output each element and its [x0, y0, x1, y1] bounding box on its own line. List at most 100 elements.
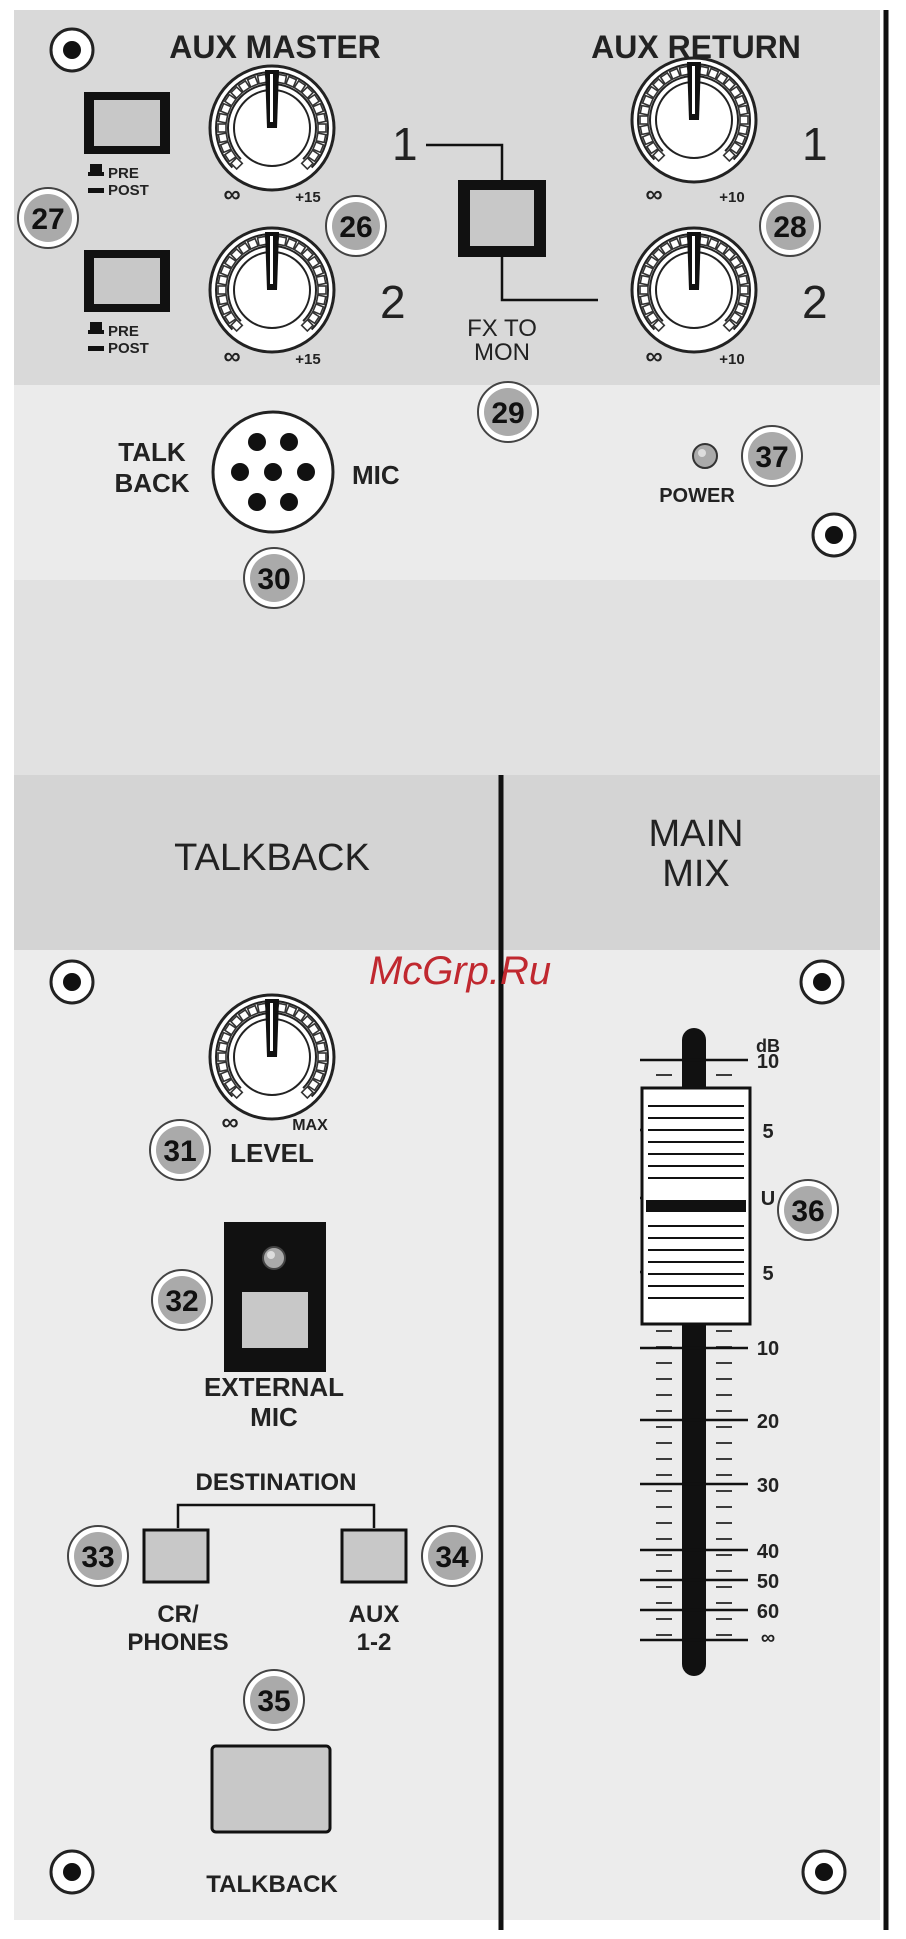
aux-return-ch1-number: 1: [802, 118, 828, 170]
svg-text:35: 35: [257, 1685, 290, 1718]
section-header-bg: [14, 775, 880, 950]
knob-pointer-highlight: [270, 1003, 273, 1051]
aux-1-2-button[interactable]: [342, 1530, 406, 1582]
knob-scale-tick: [640, 125, 649, 134]
power-label: POWER: [659, 485, 735, 507]
aux2-pre-post-switch[interactable]: [84, 250, 170, 312]
mic-label: MIC: [352, 460, 400, 490]
post-label: POST: [108, 340, 149, 357]
fx-to-mon-label-line2: MON: [474, 339, 530, 366]
knob-scale-tick: [740, 286, 748, 294]
knob-scale-tick: [248, 1006, 258, 1016]
knob-min-label: ∞: [223, 181, 240, 208]
knob-pointer-highlight: [692, 236, 695, 284]
svg-text:33: 33: [81, 1541, 114, 1574]
screw-icon: [813, 514, 855, 556]
aux-master-ch1-number: 1: [392, 118, 418, 170]
fader-cap[interactable]: [642, 1088, 750, 1324]
knob-scale-tick: [218, 286, 226, 294]
destination-label: DESTINATION: [196, 1469, 357, 1496]
knob-scale-tick: [640, 286, 648, 294]
screw-icon: [801, 961, 843, 1003]
knob-scale-tick: [316, 114, 325, 123]
aux-1-2-label-line2: 1-2: [357, 1629, 392, 1656]
svg-text:28: 28: [773, 211, 806, 244]
fader-scale-label: ∞: [761, 1627, 775, 1649]
talkback-mic-icon: [213, 412, 333, 532]
fader-scale-label: 5: [762, 1263, 773, 1285]
aux-master-title: AUX MASTER: [169, 29, 381, 65]
talkback-level-knob[interactable]: [210, 995, 334, 1119]
knob-max-label: +10: [719, 189, 744, 206]
aux-return-1-knob[interactable]: [632, 58, 756, 182]
aux-1-2-label-line1: AUX: [349, 1601, 400, 1628]
fader-scale-label: 30: [757, 1475, 779, 1497]
knob-scale-tick: [740, 116, 748, 124]
knob-max-label: MAX: [292, 1117, 328, 1134]
callout-badge: 28: [760, 196, 820, 256]
screw-icon: [51, 29, 93, 71]
knob-min-label: ∞: [221, 1109, 238, 1136]
svg-text:31: 31: [163, 1135, 196, 1168]
callout-badge: 31: [150, 1120, 210, 1180]
watermark: McGrp.Ru: [369, 949, 551, 993]
knob-scale-tick: [640, 295, 649, 304]
cr-phones-label-line2: PHONES: [127, 1629, 228, 1656]
callout-badge: 32: [152, 1270, 212, 1330]
callout-badge: 27: [18, 188, 78, 248]
callout-badge: 36: [778, 1180, 838, 1240]
knob-scale-tick: [313, 266, 323, 276]
talkback-section-title: TALKBACK: [174, 837, 370, 879]
external-mic-label-line2: MIC: [250, 1402, 298, 1432]
knob-scale-tick: [221, 1071, 231, 1081]
cr-phones-label-line1: CR/: [157, 1601, 199, 1628]
svg-text:32: 32: [165, 1285, 198, 1318]
screw-icon: [51, 1851, 93, 1893]
callout-badge: 30: [244, 548, 304, 608]
svg-text:37: 37: [755, 441, 788, 474]
external-mic-led-icon: [263, 1247, 285, 1269]
screw-icon: [803, 1851, 845, 1893]
callout-badge: 34: [422, 1526, 482, 1586]
aux-return-ch2-number: 2: [802, 276, 828, 328]
svg-text:30: 30: [257, 563, 290, 596]
knob-scale-tick: [218, 295, 227, 304]
aux-return-2-knob[interactable]: [632, 228, 756, 352]
fx-to-mon-switch[interactable]: [458, 180, 546, 257]
fader-scale-label: 10: [757, 1051, 779, 1073]
talkback-button[interactable]: [212, 1746, 330, 1832]
knob-scale-tick: [218, 1062, 227, 1071]
level-label: LEVEL: [230, 1138, 314, 1168]
talkback-mic-label-line2: BACK: [114, 468, 189, 498]
aux-master-1-knob[interactable]: [210, 66, 334, 190]
knob-scale-tick: [218, 1053, 226, 1061]
knob-scale-tick: [318, 124, 326, 132]
knob-scale-tick: [218, 124, 226, 132]
fader-scale-label: 40: [757, 1541, 779, 1563]
aux1-pre-post-switch[interactable]: [84, 92, 170, 154]
aux-master-2-knob[interactable]: [210, 228, 334, 352]
aux-master-ch2-number: 2: [380, 276, 406, 328]
fader-scale-label: 50: [757, 1571, 779, 1593]
knob-scale-tick: [218, 1043, 227, 1052]
knob-min-label: ∞: [223, 343, 240, 370]
knob-scale-tick: [318, 286, 326, 294]
knob-scale-tick: [643, 304, 653, 314]
knob-max-label: +10: [719, 351, 744, 368]
knob-scale-tick: [313, 1033, 323, 1043]
external-mic-switch[interactable]: [224, 1222, 326, 1372]
knob-scale-tick: [221, 142, 231, 152]
knob-scale-tick: [316, 276, 325, 285]
svg-text:27: 27: [31, 203, 64, 236]
pre-label: PRE: [108, 323, 139, 340]
cr-phones-button[interactable]: [144, 1530, 208, 1582]
knob-scale-tick: [735, 266, 745, 276]
knob-pointer-highlight: [692, 66, 695, 114]
callout-badge: 35: [244, 1670, 304, 1730]
callout-badge: 26: [326, 196, 386, 256]
knob-max-label: +15: [295, 189, 320, 206]
fader-scale-label: 20: [757, 1411, 779, 1433]
knob-min-label: ∞: [645, 181, 662, 208]
knob-max-label: +15: [295, 351, 320, 368]
